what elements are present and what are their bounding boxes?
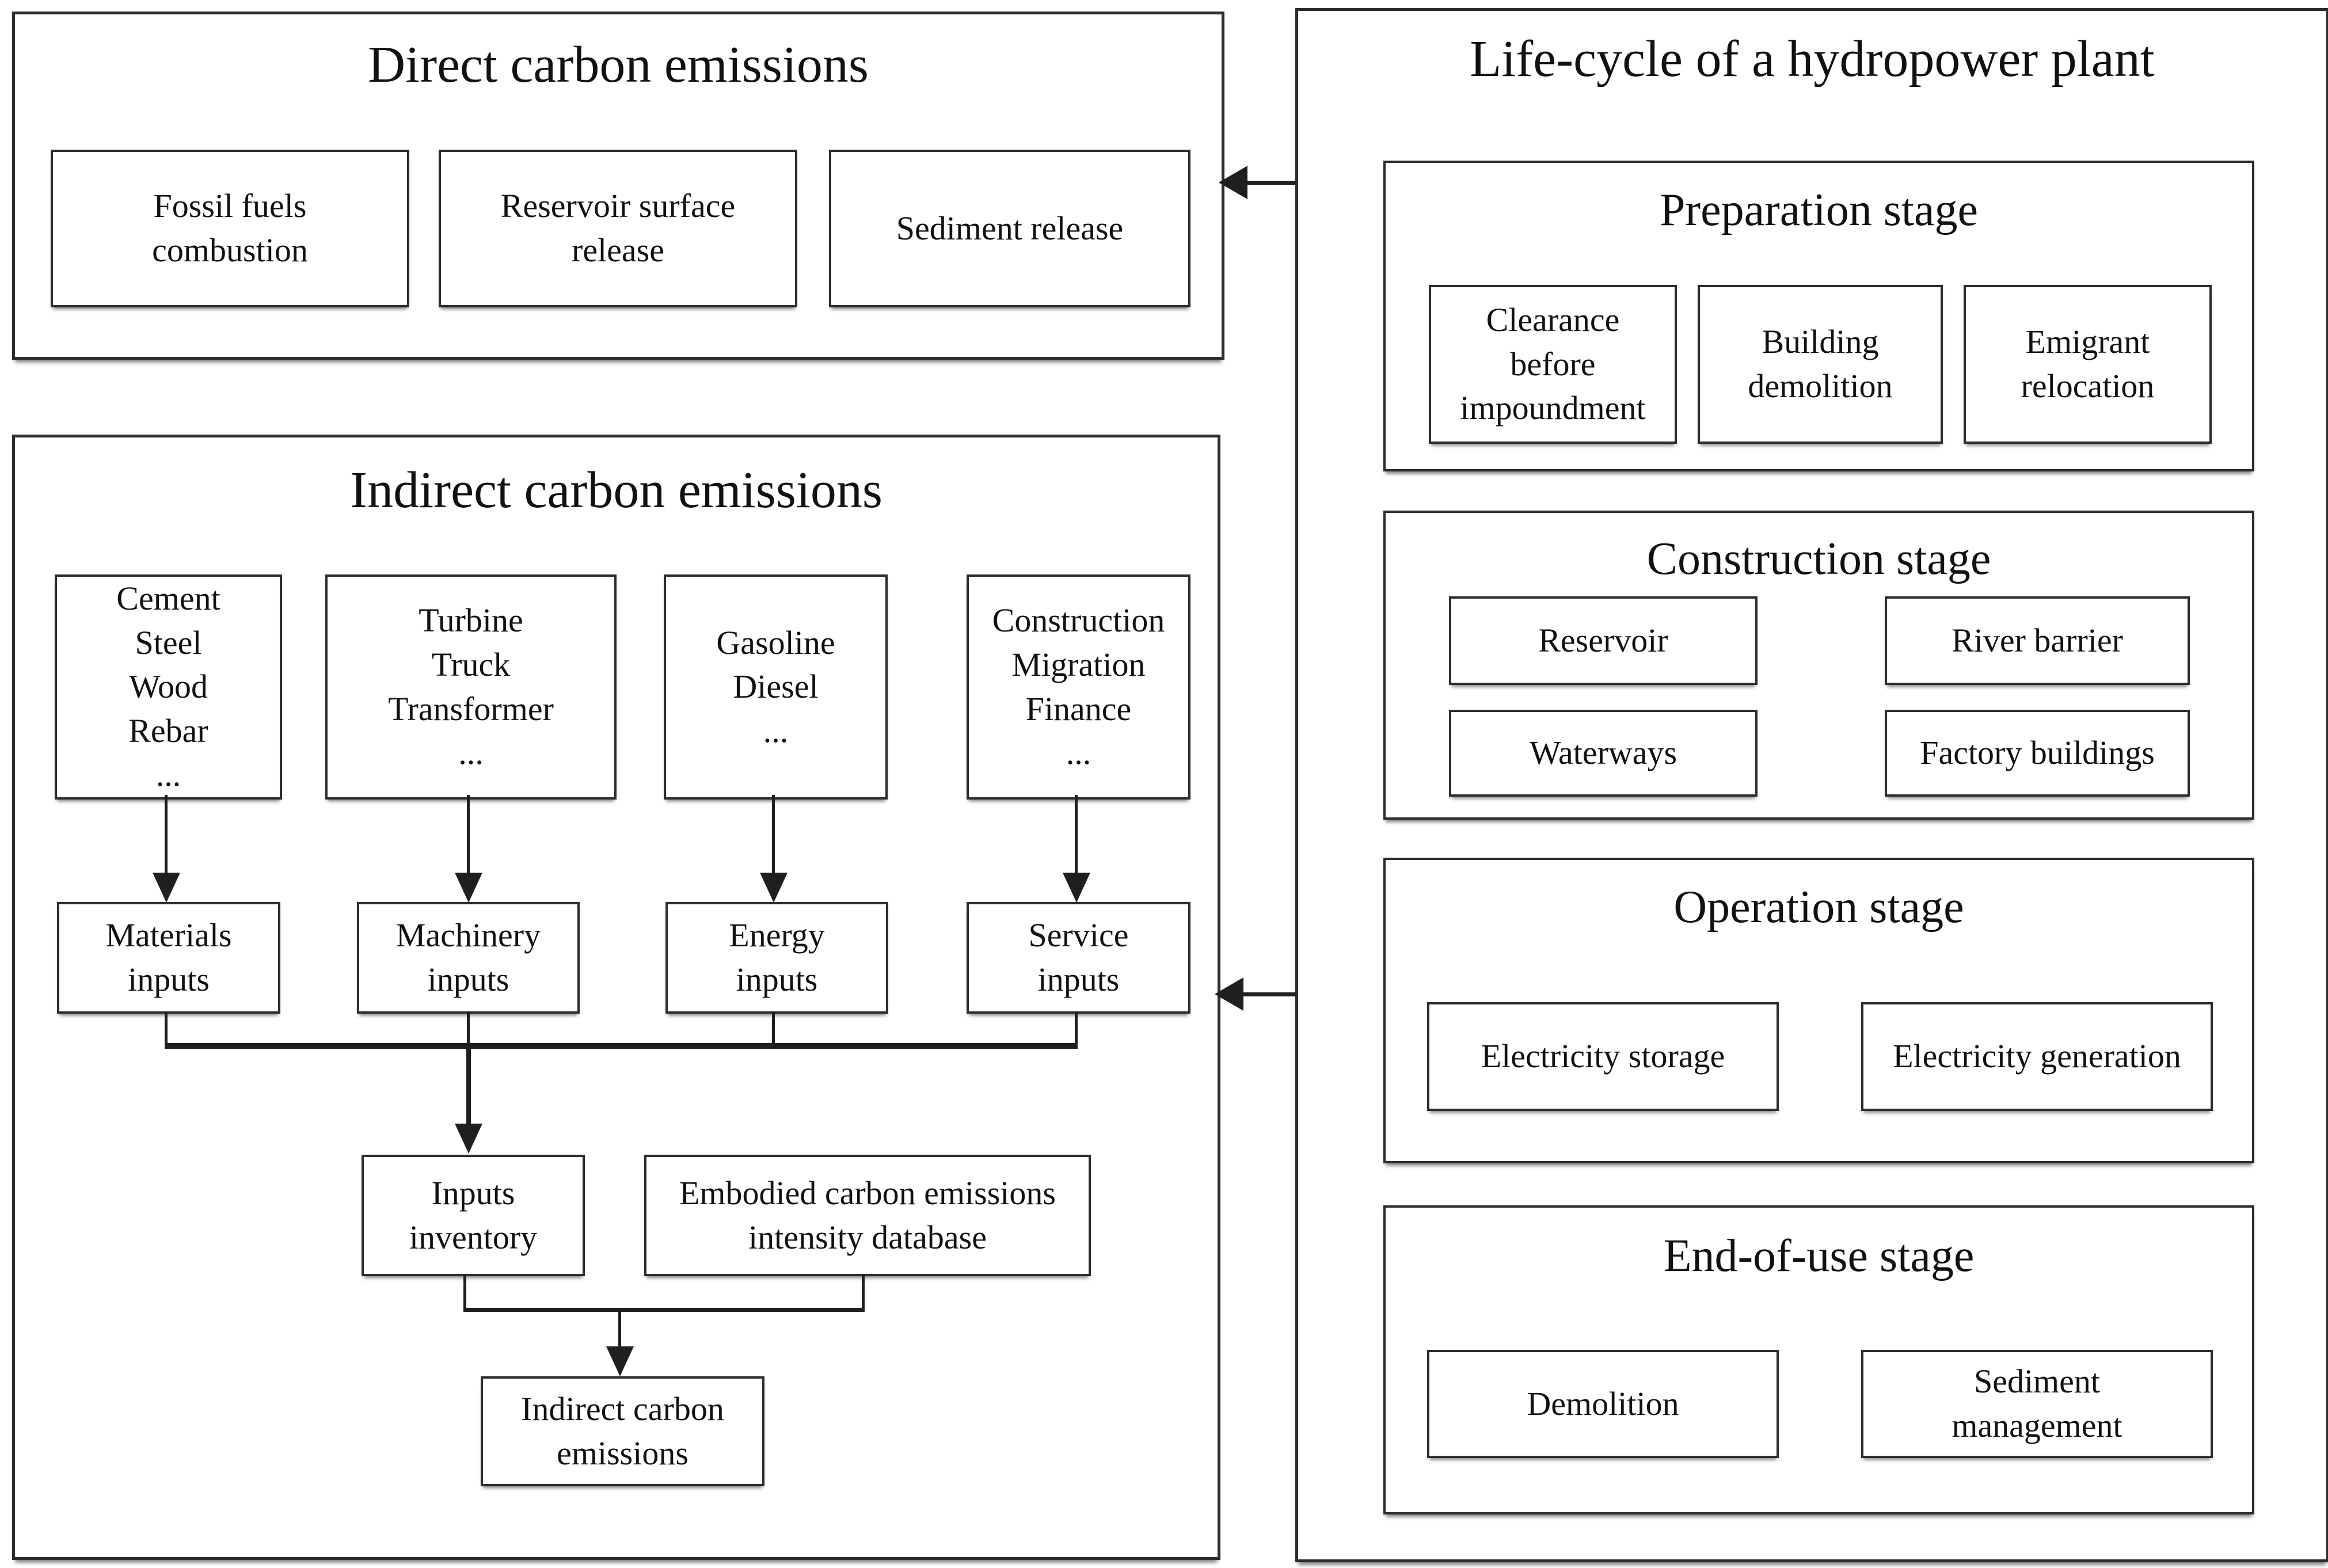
box-electricity-generation: Electricity generation	[1861, 1002, 2213, 1111]
merge-stub-inventory	[463, 1274, 466, 1312]
box-service-inputs: Service inputs	[967, 902, 1190, 1014]
arrow-down-icon	[455, 873, 482, 903]
bus-stub-machinery	[467, 1011, 470, 1049]
box-sediment-release: Sediment release	[829, 150, 1190, 307]
arrow-line-inventory	[466, 1045, 471, 1126]
box-clearance-before-impoundment: Clearance before impoundment	[1429, 285, 1677, 444]
collector-bus-line	[165, 1043, 1078, 1049]
box-reservoir: Reservoir	[1449, 596, 1758, 685]
box-machinery-inputs: Machinery inputs	[357, 902, 580, 1014]
direct-emissions-panel: Direct carbon emissions Fossil fuels com…	[12, 12, 1224, 360]
box-fossil-fuels-combustion: Fossil fuels combustion	[51, 150, 409, 307]
box-energy-inputs: Energy inputs	[665, 902, 888, 1014]
arrow-left-icon	[1215, 977, 1243, 1011]
box-demolition: Demolition	[1427, 1350, 1779, 1458]
stage-preparation: Preparation stage Clearance before impou…	[1383, 161, 2254, 471]
box-building-demolition: Building demolition	[1698, 285, 1943, 444]
box-river-barrier: River barrier	[1885, 596, 2190, 685]
arrow-down-icon	[153, 873, 180, 903]
bus-stub-energy	[772, 1011, 775, 1049]
stage-construction-title: Construction stage	[1646, 534, 1991, 584]
box-indirect-carbon-emissions: Indirect carbon emissions	[481, 1376, 764, 1486]
arrow-line-materials	[165, 795, 168, 876]
indirect-emissions-panel: Indirect carbon emissions Cement Steel W…	[12, 435, 1220, 1560]
box-sediment-management: Sediment management	[1861, 1350, 2213, 1458]
arrow-down-icon	[606, 1346, 634, 1376]
box-factory-buildings: Factory buildings	[1885, 710, 2190, 797]
arrow-line-result	[618, 1312, 621, 1349]
merge-stub-database	[862, 1274, 865, 1312]
arrow-down-icon	[455, 1124, 482, 1154]
box-emigrant-relocation: Emigrant relocation	[1964, 285, 2212, 444]
bus-stub-service	[1075, 1011, 1078, 1049]
box-energy-sources: Gasoline Diesel ...	[664, 574, 888, 800]
arrow-down-icon	[760, 873, 788, 903]
arrow-line-machinery	[467, 795, 470, 876]
indirect-emissions-title: Indirect carbon emissions	[350, 462, 882, 519]
box-service-sources: Construction Migration Finance ...	[967, 574, 1190, 800]
stage-operation-title: Operation stage	[1673, 882, 1964, 933]
box-materials-sources: Cement Steel Wood Rebar ...	[55, 574, 282, 800]
bus-stub-materials	[165, 1011, 168, 1049]
merge-connector-line	[463, 1308, 865, 1312]
stage-operation: Operation stage Electricity storage Elec…	[1383, 858, 2254, 1163]
box-embodied-intensity-database: Embodied carbon emissions intensity data…	[644, 1155, 1091, 1276]
arrow-line-to-indirect	[1241, 992, 1296, 996]
direct-emissions-title: Direct carbon emissions	[368, 36, 869, 93]
stage-end-of-use-title: End-of-use stage	[1663, 1231, 1975, 1281]
box-waterways: Waterways	[1449, 710, 1758, 797]
box-inputs-inventory: Inputs inventory	[362, 1155, 585, 1276]
arrow-down-icon	[1063, 873, 1090, 903]
box-electricity-storage: Electricity storage	[1427, 1002, 1779, 1111]
arrow-line-energy	[772, 795, 775, 876]
stage-preparation-title: Preparation stage	[1659, 185, 1979, 235]
stage-construction: Construction stage Reservoir River barri…	[1383, 511, 2254, 820]
arrow-line-to-direct	[1245, 181, 1296, 185]
arrow-line-service	[1075, 795, 1078, 876]
box-reservoir-surface-release: Reservoir surface release	[439, 150, 797, 307]
box-machinery-sources: Turbine Truck Transformer ...	[325, 574, 617, 800]
lifecycle-title: Life-cycle of a hydropower plant	[1470, 31, 2155, 87]
lifecycle-panel: Life-cycle of a hydropower plant Prepara…	[1295, 8, 2328, 1562]
box-materials-inputs: Materials inputs	[57, 902, 280, 1014]
arrow-left-icon	[1219, 166, 1247, 199]
stage-end-of-use: End-of-use stage Demolition Sediment man…	[1383, 1205, 2254, 1514]
